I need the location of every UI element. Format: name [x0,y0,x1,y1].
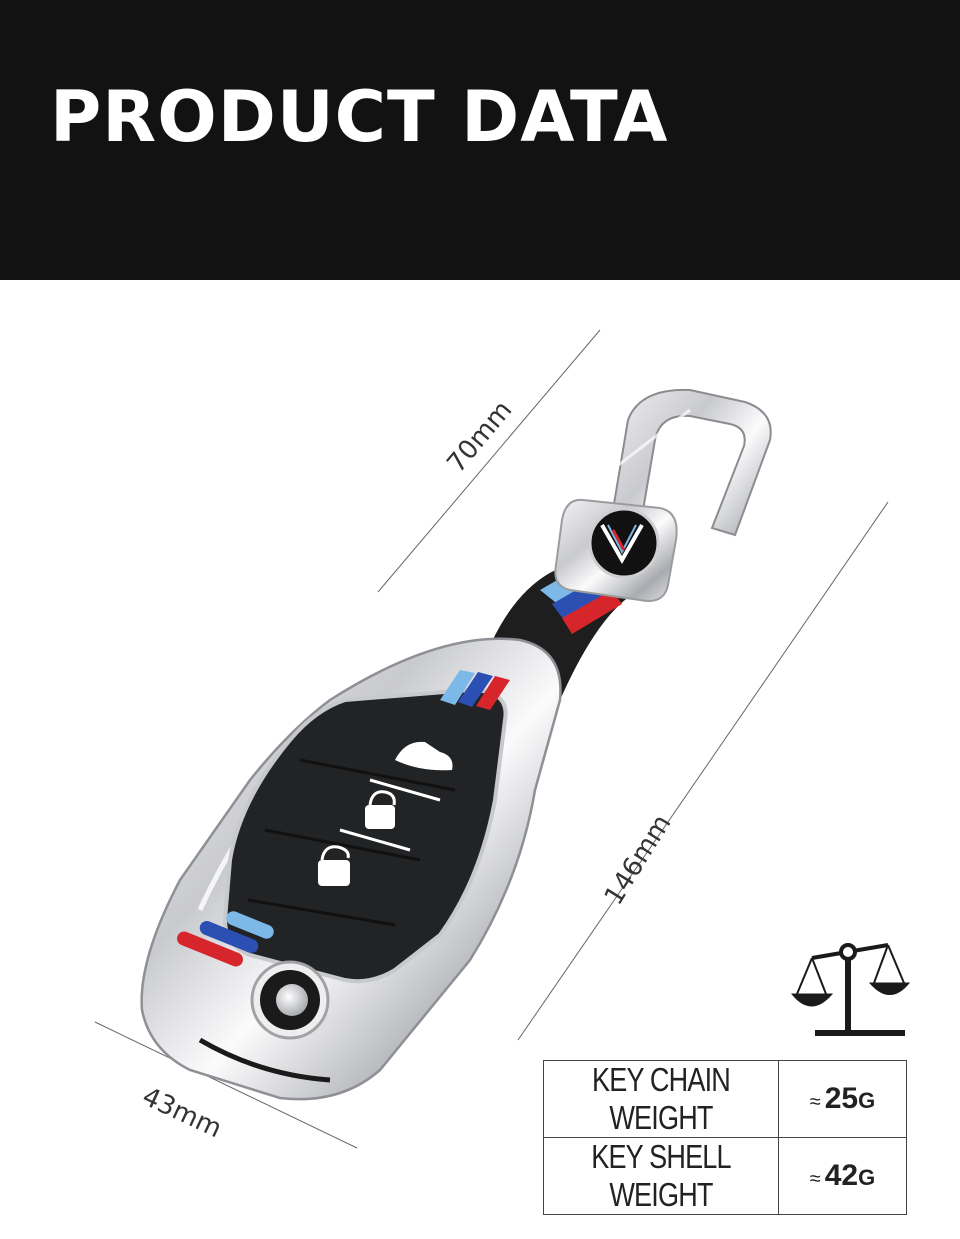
dimension-line-width [94,1021,358,1149]
unlock-icon [318,845,350,886]
dimension-line-strap [377,329,601,593]
carabiner-clip [596,388,772,602]
scale-icon [790,943,911,1036]
lock-icon [365,790,396,829]
key-shell [140,637,562,1101]
page-title: PRODUCT DATA [50,76,669,158]
weight-value: ≈42G [778,1137,907,1215]
weight-label: KEY CHAIN WEIGHT [543,1060,779,1138]
header-banner: PRODUCT DATA [0,0,960,280]
weight-value: ≈25G [778,1060,907,1138]
brand-logo-icon [588,507,660,579]
weight-label: KEY SHELL WEIGHT [543,1137,779,1215]
weight-row-chain: KEY CHAIN WEIGHT ≈25G [543,1060,907,1138]
weight-table: KEY CHAIN WEIGHT ≈25G KEY SHELL WEIGHT ≈… [543,1060,907,1215]
dimension-line-total [517,501,889,1041]
weight-row-shell: KEY SHELL WEIGHT ≈42G [543,1137,907,1215]
car-roof-icon [395,741,453,771]
brand-logo-plate [554,498,678,602]
